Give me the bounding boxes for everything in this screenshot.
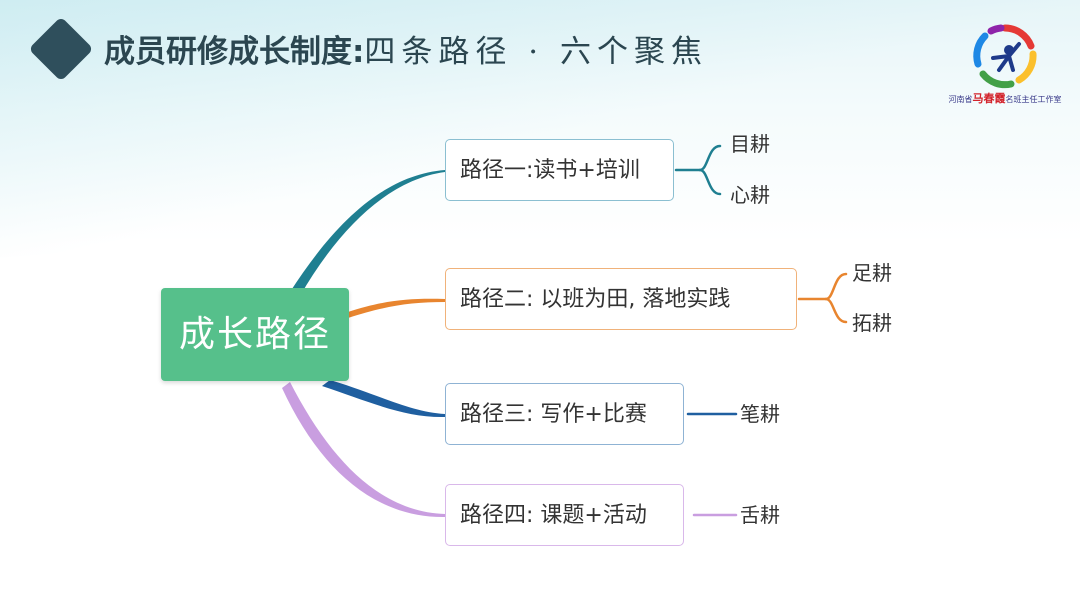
leaf-node: 笔耕	[740, 402, 780, 426]
logo-suffix: 名班主任工作室	[1005, 95, 1062, 104]
connector-branch-1	[290, 170, 445, 296]
page-title: 成员研修成长制度:四条路径 · 六个聚焦	[104, 30, 708, 74]
leaf-node: 目耕	[730, 132, 770, 156]
connector-branch-3	[322, 380, 445, 418]
connector-branch-4	[282, 382, 445, 518]
title-main: 成员研修成长制度:	[104, 34, 365, 70]
branch-node-3: 路径三: 写作+比赛	[445, 383, 684, 445]
logo-name: 马春霞	[972, 92, 1006, 105]
leaf-node: 足耕	[852, 261, 892, 285]
branch-node-1: 路径一:读书+培训	[445, 139, 674, 201]
leaf-connector-1	[674, 144, 722, 196]
branch-node-4: 路径四: 课题+活动	[445, 484, 684, 546]
branch-node-2: 路径二: 以班为田, 落地实践	[445, 268, 797, 330]
studio-logo-text: 河南省马春霞名班主任工作室	[944, 90, 1066, 106]
leaf-node: 心耕	[730, 183, 770, 207]
center-node: 成长路径	[161, 288, 349, 381]
leaf-node: 舌耕	[740, 503, 780, 527]
title-sub: 四条路径 · 六个聚焦	[364, 34, 708, 70]
connector-branch-2	[348, 298, 445, 318]
logo-prefix: 河南省	[948, 95, 973, 104]
leaf-connector-2	[797, 272, 848, 324]
leaf-node: 拓耕	[852, 311, 892, 335]
studio-logo-icon	[973, 24, 1037, 89]
